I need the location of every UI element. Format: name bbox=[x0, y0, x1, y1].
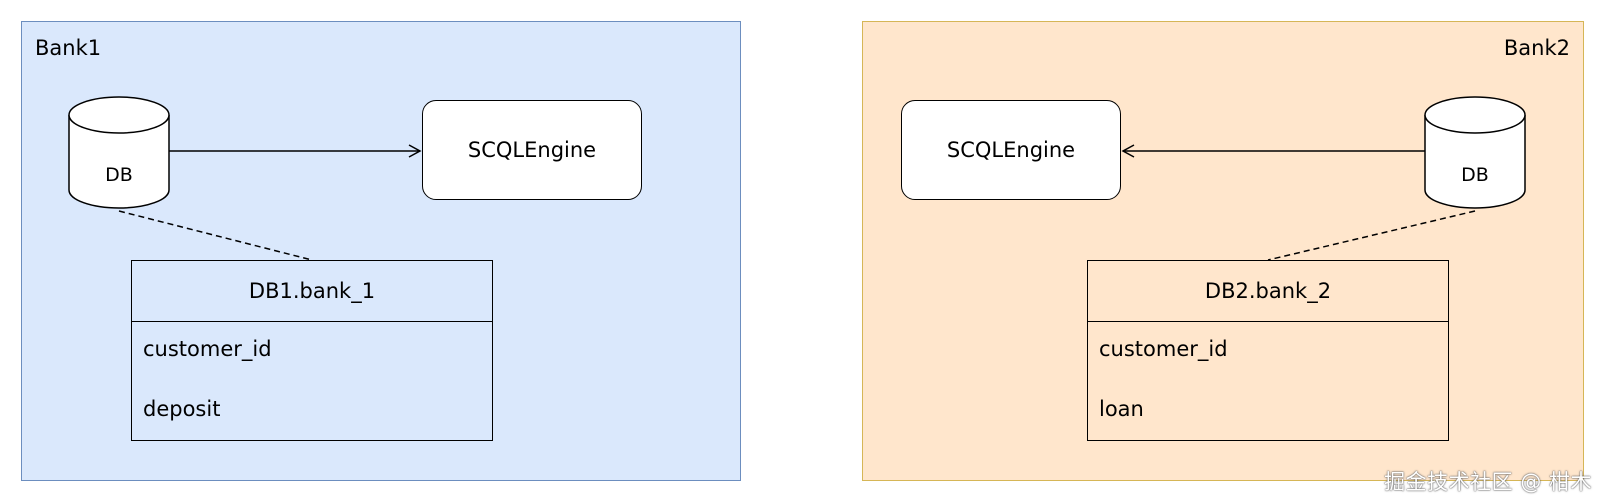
engine1-label: SCQLEngine bbox=[467, 138, 597, 162]
scql-engine-bank1: SCQLEngine bbox=[422, 100, 642, 200]
db2-table-connector bbox=[1267, 210, 1476, 261]
bank2-field-customer-id: customer_id bbox=[1099, 337, 1228, 361]
bank1-field-customer-id: customer_id bbox=[143, 337, 272, 361]
bank1-field-deposit: deposit bbox=[143, 397, 221, 421]
engine2-label: SCQLEngine bbox=[946, 138, 1076, 162]
bank1-table-name: DB1.bank_1 bbox=[132, 261, 492, 322]
db1-table-connector bbox=[118, 210, 313, 261]
db2-cylinder-icon bbox=[1424, 96, 1526, 209]
scql-engine-bank2: SCQLEngine bbox=[901, 100, 1121, 200]
db1-cylinder-icon bbox=[68, 96, 170, 209]
bank1-panel: Bank1 bbox=[21, 21, 741, 481]
bank2-table: DB2.bank_2 customer_id loan bbox=[1087, 260, 1449, 441]
db1-label: DB bbox=[105, 164, 133, 186]
bank2-title: Bank2 bbox=[1503, 36, 1570, 60]
bank1-table: DB1.bank_1 customer_id deposit bbox=[131, 260, 493, 441]
watermark: 掘金技术社区 @ 柑木 bbox=[1384, 470, 1592, 494]
bank1-title: Bank1 bbox=[35, 36, 102, 60]
bank2-field-loan: loan bbox=[1099, 397, 1144, 421]
db2-label: DB bbox=[1461, 164, 1489, 186]
bank2-table-name: DB2.bank_2 bbox=[1088, 261, 1448, 322]
